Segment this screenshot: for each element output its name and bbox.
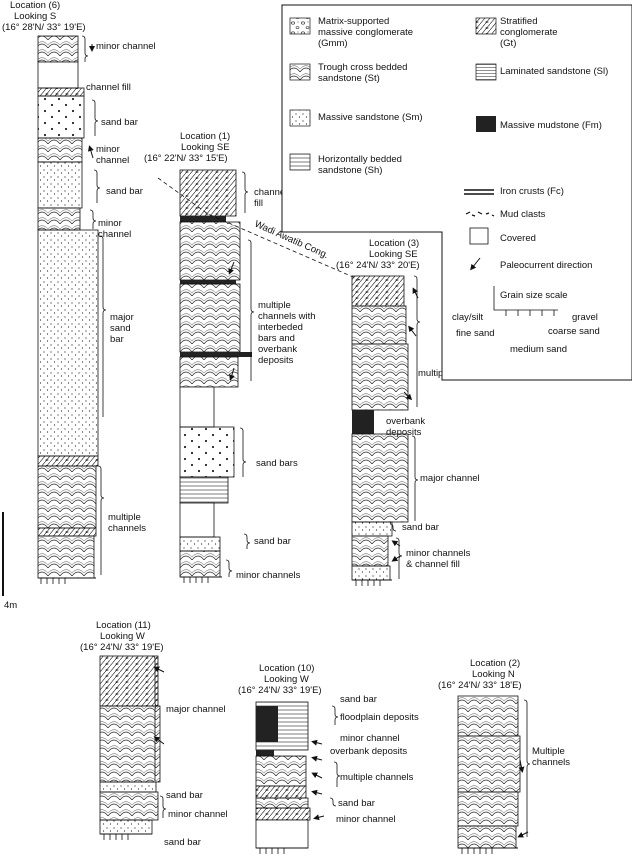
- loc6-title: Location (6): [10, 0, 60, 11]
- loc3-coords: (16° 24'N/ 33° 20'E): [336, 260, 420, 271]
- loc3-label-major-channel: major channel: [420, 473, 480, 484]
- scale-bar: 4m: [2, 512, 17, 611]
- legend-fc: Iron crusts (Fc): [500, 186, 564, 197]
- loc1-label-minor-channels: minor channels: [236, 570, 301, 581]
- loc2-coords: (16° 24'N/ 33° 18'E): [438, 680, 522, 691]
- loc6-label-sand-bar-2: sand bar: [106, 186, 143, 197]
- legend-sm: Massive sandstone (Sm): [318, 112, 423, 123]
- legend-covered: Covered: [500, 233, 536, 244]
- loc11-label-sand-bar-1: sand bar: [166, 790, 203, 801]
- legend-grain-size-scale: Grain size scale clay/silt fine sand med…: [452, 286, 600, 355]
- loc1-label-sand-bar: sand bar: [254, 536, 291, 547]
- loc1-coords: (16° 22'N/ 33° 15'E): [144, 153, 228, 164]
- loc3-label-sand-bar: sand bar: [402, 522, 439, 533]
- section-location-11: Location (11) Looking W (16° 24'N/ 33° 1…: [80, 620, 228, 848]
- legend-paleocurrent: Paleocurrent direction: [500, 260, 592, 271]
- loc1-title: Location (1): [180, 131, 230, 142]
- legend-grain-title: Grain size scale: [500, 290, 568, 301]
- loc6-label-minor-channel-1: minor channel: [96, 41, 156, 52]
- loc10-looking: Looking W: [264, 674, 309, 685]
- loc2-looking: Looking N: [472, 669, 515, 680]
- loc11-label-major-channel: major channel: [166, 704, 226, 715]
- loc6-looking: Looking S: [14, 11, 56, 22]
- legend-grain-clay-silt: clay/silt: [452, 312, 484, 323]
- loc10-label-minor-channel-2: minor channel: [336, 814, 396, 825]
- loc1-looking: Looking SE: [181, 142, 230, 153]
- loc11-looking: Looking W: [100, 631, 145, 642]
- legend-mud-clasts-symbol: [465, 211, 495, 217]
- loc10-label-minor-channel-1: minor channel: [340, 733, 400, 744]
- loc10-title: Location (10): [259, 663, 314, 674]
- loc1-label-sand-bars: sand bars: [256, 458, 298, 469]
- loc11-label-minor-channel: minor channel: [168, 809, 228, 820]
- loc3-looking: Looking SE: [369, 249, 418, 260]
- legend-grain-fine-sand: fine sand: [456, 328, 495, 339]
- loc11-title: Location (11): [96, 620, 151, 631]
- loc2-title: Location (2): [470, 658, 520, 669]
- section-location-2: Location (2) Looking N (16° 24'N/ 33° 18…: [438, 658, 570, 854]
- loc10-coords: (16° 24'N/ 33° 19'E): [238, 685, 322, 696]
- legend-mud-clasts: Mud clasts: [500, 209, 546, 220]
- loc6-label-sand-bar-1: sand bar: [101, 117, 138, 128]
- legend-grain-coarse-sand: coarse sand: [548, 326, 600, 337]
- loc6-coords: (16° 28'N/ 33° 19'E): [2, 22, 86, 33]
- section-location-6: Location (6) Looking S (16° 28'N/ 33° 19…: [2, 0, 156, 584]
- legend-grain-medium-sand: medium sand: [510, 344, 567, 355]
- section-location-1: Location (1) Looking SE (16° 22'N/ 33° 1…: [144, 131, 316, 583]
- loc10-label-sand-bar-2: sand bar: [338, 798, 375, 809]
- loc10-label-overbank: overbank deposits: [330, 746, 407, 757]
- legend-sl: Laminated sandstone (Sl): [500, 66, 608, 77]
- loc3-title: Location (3): [369, 238, 419, 249]
- loc10-label-multiple-channels: multiple channels: [340, 772, 414, 783]
- legend-grain-gravel: gravel: [572, 312, 598, 323]
- loc3-label-minor-channels: minor channels& channel fill: [406, 548, 471, 570]
- loc6-label-channel-fill: channel fill: [86, 82, 131, 93]
- loc10-label-floodplain: floodplain deposits: [340, 712, 419, 723]
- scale-label: 4m: [4, 600, 17, 611]
- loc11-coords: (16° 24'N/ 33° 19'E): [80, 642, 164, 653]
- legend-fm: Massive mudstone (Fm): [500, 120, 602, 131]
- legend-iron-crust-symbol: [464, 189, 494, 195]
- loc11-label-sand-bar-2: sand bar: [164, 837, 201, 848]
- section-location-10: Location (10) Looking W (16° 24'N/ 33° 1…: [238, 663, 419, 854]
- loc10-label-sand-bar-1: sand bar: [340, 694, 377, 705]
